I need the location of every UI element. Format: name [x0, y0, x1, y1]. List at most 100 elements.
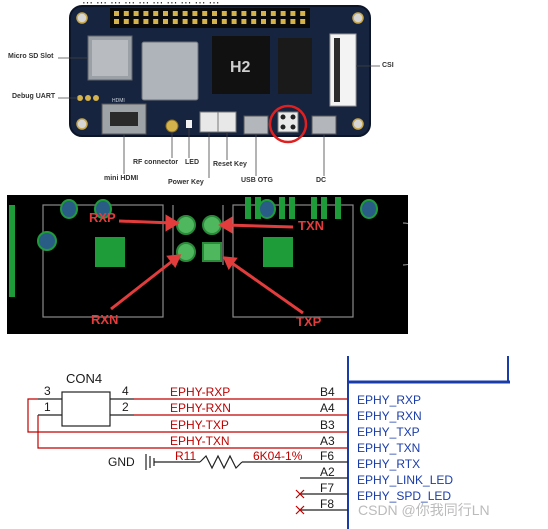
label-txn: TXN [298, 218, 324, 233]
cropped-caption: ⋯ ⋯ ⋯ ⋯ ⋯ ⋯ ⋯ ⋯ ⋯ ⋯ [82, 0, 220, 9]
gpio-pin [212, 11, 217, 16]
rf-connector [165, 119, 179, 133]
ic-pin-f7: F7 [320, 481, 335, 495]
ic-net-rtx: EPHY_RTX [357, 457, 421, 471]
ic-net-txp: EPHY_TXP [357, 425, 420, 439]
pad-rxn [176, 242, 196, 262]
label-usb-otg: USB OTG [241, 177, 273, 184]
resistor-net [145, 454, 348, 470]
gpio-pin [163, 19, 168, 24]
label-power-key: Power Key [168, 179, 204, 186]
gpio-pin [202, 11, 208, 16]
gpio-pin [182, 11, 188, 16]
gpio-pin [172, 11, 178, 16]
gpio-pin [231, 19, 237, 24]
soc-chip [212, 36, 270, 94]
ic-net-link-led: EPHY_LINK_LED [357, 473, 454, 487]
board-photo: ⋯ ⋯ ⋯ ⋯ ⋯ ⋯ ⋯ ⋯ ⋯ ⋯ H2 [0, 0, 548, 192]
highlight-circle [268, 104, 308, 144]
ram-chip [278, 38, 312, 94]
gpio-pin [192, 11, 198, 16]
gnd-label: GND [108, 455, 135, 469]
gpio-pin [143, 11, 149, 16]
dc-port [311, 115, 337, 135]
csi-connector [329, 33, 357, 107]
ic-pin-b4: B4 [320, 385, 335, 399]
gpio-pin [221, 19, 227, 24]
no-connect-marks [295, 489, 305, 515]
gpio-pin [280, 19, 286, 24]
ic-pin-b3: B3 [320, 418, 335, 432]
schematic-view: CON4 3 4 1 2 EPHY-RXP EPHY-RXN EPHY-TXP … [0, 340, 548, 529]
connector-pin-3: 3 [44, 384, 51, 398]
gpio-pin [270, 11, 276, 16]
usb-otg-port [243, 115, 269, 135]
label-micro-sd: Micro SD Slot [8, 53, 54, 60]
pcb-illustration [9, 197, 408, 318]
gpio-pin [123, 19, 129, 24]
ic-pin-a4: A4 [320, 401, 335, 415]
gpio-pin [114, 11, 119, 16]
connector-pin-1: 1 [44, 400, 51, 414]
ic-net-rxp: EPHY_RXP [357, 393, 422, 407]
gpio-pin [133, 11, 139, 16]
gpio-pin [172, 19, 178, 24]
led [186, 120, 192, 128]
gpio-pin [290, 19, 296, 24]
net-label-txn: EPHY-TXN [170, 434, 230, 448]
pcb-layout-view: RXP TXN RXN TXP [7, 195, 408, 334]
signal-wires [27, 398, 348, 449]
gpio-pin [163, 11, 168, 16]
gpio-pin [290, 11, 296, 16]
gpio-pin [261, 11, 266, 16]
debug-uart-pads [77, 95, 99, 101]
pad-txp [202, 242, 222, 262]
label-txp: TXP [296, 314, 322, 329]
net-label-rxp: EPHY-RXP [170, 385, 231, 399]
label-debug-uart: Debug UART [12, 93, 56, 100]
gpio-pin [114, 19, 119, 24]
ethernet-pads [277, 111, 299, 133]
gpio-pin [231, 11, 237, 16]
ic-net-rxn: EPHY_RXN [357, 409, 422, 423]
gpio-pin [280, 11, 286, 16]
gpio-pin [300, 11, 306, 16]
gpio-pin [212, 19, 217, 24]
label-rxn: RXN [91, 312, 119, 327]
gpio-pin [261, 19, 266, 24]
net-label-txp: EPHY-TXP [170, 418, 229, 432]
gpio-pin [251, 19, 257, 24]
gpio-pin [153, 11, 159, 16]
ic-net-spd-led: EPHY_SPD_LED [357, 489, 452, 503]
connector-name: CON4 [66, 371, 103, 386]
gpio-pin [241, 11, 247, 16]
connector-pin-2: 2 [122, 400, 129, 414]
gpio-pin [192, 19, 198, 24]
gpio-pin [270, 19, 276, 24]
schematic-drawing [27, 356, 510, 529]
ic-pin-f6: F6 [320, 449, 335, 463]
hdmi-silk: HDMI [112, 98, 125, 104]
ic-pin-a2: A2 [320, 465, 335, 479]
gpio-pin [202, 19, 208, 24]
gpio-pin [153, 19, 159, 24]
gpio-pin [182, 19, 188, 24]
label-reset-key: Reset Key [213, 161, 247, 168]
label-mini-hdmi: mini HDMI [104, 175, 139, 182]
power-key [199, 111, 219, 133]
pad-rxp [176, 215, 196, 235]
connector-body [61, 391, 111, 427]
label-rf-connector: RF connector [133, 159, 179, 166]
gpio-pin [241, 19, 247, 24]
gpio-pin [143, 19, 149, 24]
label-csi: CSI [382, 62, 394, 69]
label-led: LED [185, 159, 199, 166]
pad-arrows [110, 214, 304, 315]
ic-net-txn: EPHY_TXN [357, 441, 421, 455]
gpio-pin [123, 11, 129, 16]
connector-pin-4: 4 [122, 384, 129, 398]
gpio-pin [221, 11, 227, 16]
watermark: CSDN @你我同行LN [358, 502, 490, 518]
gpio-pin [300, 19, 306, 24]
gpio-pin [251, 11, 257, 16]
